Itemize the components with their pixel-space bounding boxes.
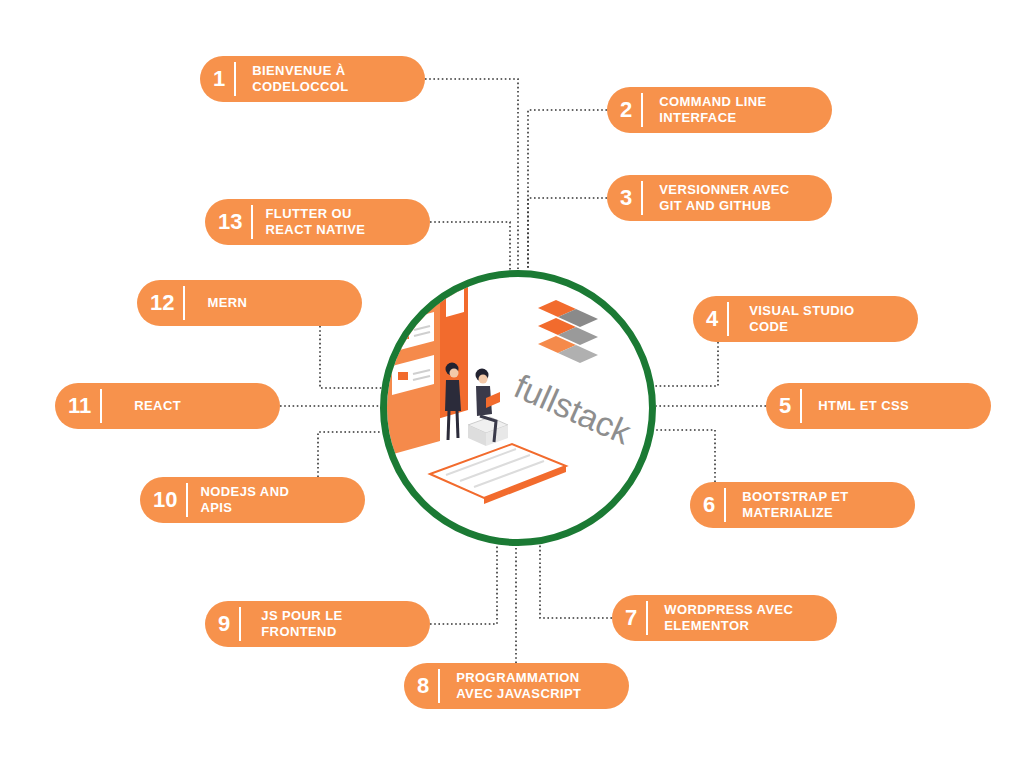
step-number: 5 — [766, 389, 802, 423]
screen — [446, 287, 464, 317]
step-number: 12 — [137, 286, 185, 320]
step-pill: 12MERN — [137, 280, 362, 326]
screen — [392, 312, 434, 352]
step-number: 7 — [612, 601, 648, 635]
step-label: REACT — [102, 392, 266, 420]
front-panel — [386, 291, 440, 456]
step-label: JS POUR LE FRONTEND — [241, 602, 423, 645]
keyboard-keys — [474, 461, 544, 487]
step-number: 11 — [55, 389, 102, 423]
step-pill: 8PROGRAMMATION AVEC JAVASCRIPT — [404, 663, 629, 709]
step-number: 10 — [140, 483, 188, 517]
step-number: 1 — [200, 62, 236, 96]
person-body — [445, 380, 461, 411]
person-face — [450, 369, 459, 378]
logo-band — [558, 345, 598, 363]
leader-line — [528, 110, 607, 270]
step-pill: 11REACT — [55, 383, 280, 429]
step-number: 2 — [607, 93, 643, 127]
screen-line — [413, 370, 430, 374]
step-number: 13 — [205, 205, 253, 239]
keyboard-keys — [460, 455, 530, 481]
step-pill: 1BIENVENUE À CODELOCCOL — [200, 56, 425, 102]
step-pill: 13FLUTTER OU REACT NATIVE — [205, 199, 430, 245]
keyboard-keys — [446, 449, 516, 475]
database-icon — [399, 328, 409, 333]
leader-line — [280, 405, 380, 407]
brand-text: fullstack — [508, 367, 635, 451]
step-number: 3 — [607, 181, 643, 215]
leader-line — [654, 430, 715, 482]
step-label: VISUAL STUDIO CODE — [729, 297, 891, 340]
leader-line — [656, 405, 766, 407]
laptop — [486, 392, 500, 408]
person-face — [479, 375, 488, 384]
leader-line — [528, 198, 607, 270]
step-pill: 4VISUAL STUDIO CODE — [693, 296, 918, 342]
step-number: 9 — [205, 607, 241, 641]
leader-line — [540, 544, 612, 618]
seat — [468, 425, 486, 446]
person-leg — [448, 411, 449, 440]
leader-line — [515, 546, 517, 663]
leader-line — [430, 222, 510, 270]
step-label: VERSIONNER AVEC GIT AND GITHUB — [643, 176, 821, 219]
screen — [392, 355, 434, 395]
step-label: COMMAND LINE INTERFACE — [643, 88, 821, 131]
step-pill: 7WORDPRESS AVEC ELEMENTOR — [612, 595, 837, 641]
seat — [486, 425, 508, 446]
leader-line — [425, 79, 518, 270]
step-label: FLUTTER OU REACT NATIVE — [253, 200, 397, 243]
step-label: PROGRAMMATION AVEC JAVASCRIPT — [440, 664, 618, 707]
step-label: NODEJS AND APIS — [188, 478, 322, 521]
leader-line — [318, 432, 382, 477]
step-label: WORDPRESS AVEC ELEMENTOR — [648, 596, 826, 639]
step-pill: 10NODEJS AND APIS — [140, 477, 365, 523]
step-pill: 9JS POUR LE FRONTEND — [205, 601, 430, 647]
hub-circle: fullstack — [380, 270, 656, 546]
step-pill: 5HTML ET CSS — [766, 383, 991, 429]
step-number: 8 — [404, 669, 440, 703]
screen-line — [413, 376, 430, 380]
step-label: BOOTSTRAP ET MATERIALIZE — [726, 483, 904, 526]
screen-line — [414, 326, 430, 330]
person-leg — [480, 416, 496, 442]
leader-line — [654, 342, 718, 386]
leader-line — [430, 544, 497, 624]
step-label: MERN — [185, 289, 339, 317]
step-label: BIENVENUE À CODELOCCOL — [236, 57, 414, 100]
leader-line — [320, 326, 381, 388]
step-number: 6 — [690, 488, 726, 522]
step-label: HTML ET CSS — [802, 392, 980, 420]
database-icon — [399, 330, 409, 339]
step-pill: 6BOOTSTRAP ET MATERIALIZE — [690, 482, 915, 528]
keyboard — [430, 444, 566, 498]
server-icon — [398, 372, 408, 380]
step-pill: 3VERSIONNER AVEC GIT AND GITHUB — [607, 175, 832, 221]
person-leg — [457, 411, 458, 438]
step-pill: 2COMMAND LINE INTERFACE — [607, 87, 832, 133]
step-number: 4 — [693, 302, 729, 336]
screen-line — [414, 332, 430, 336]
